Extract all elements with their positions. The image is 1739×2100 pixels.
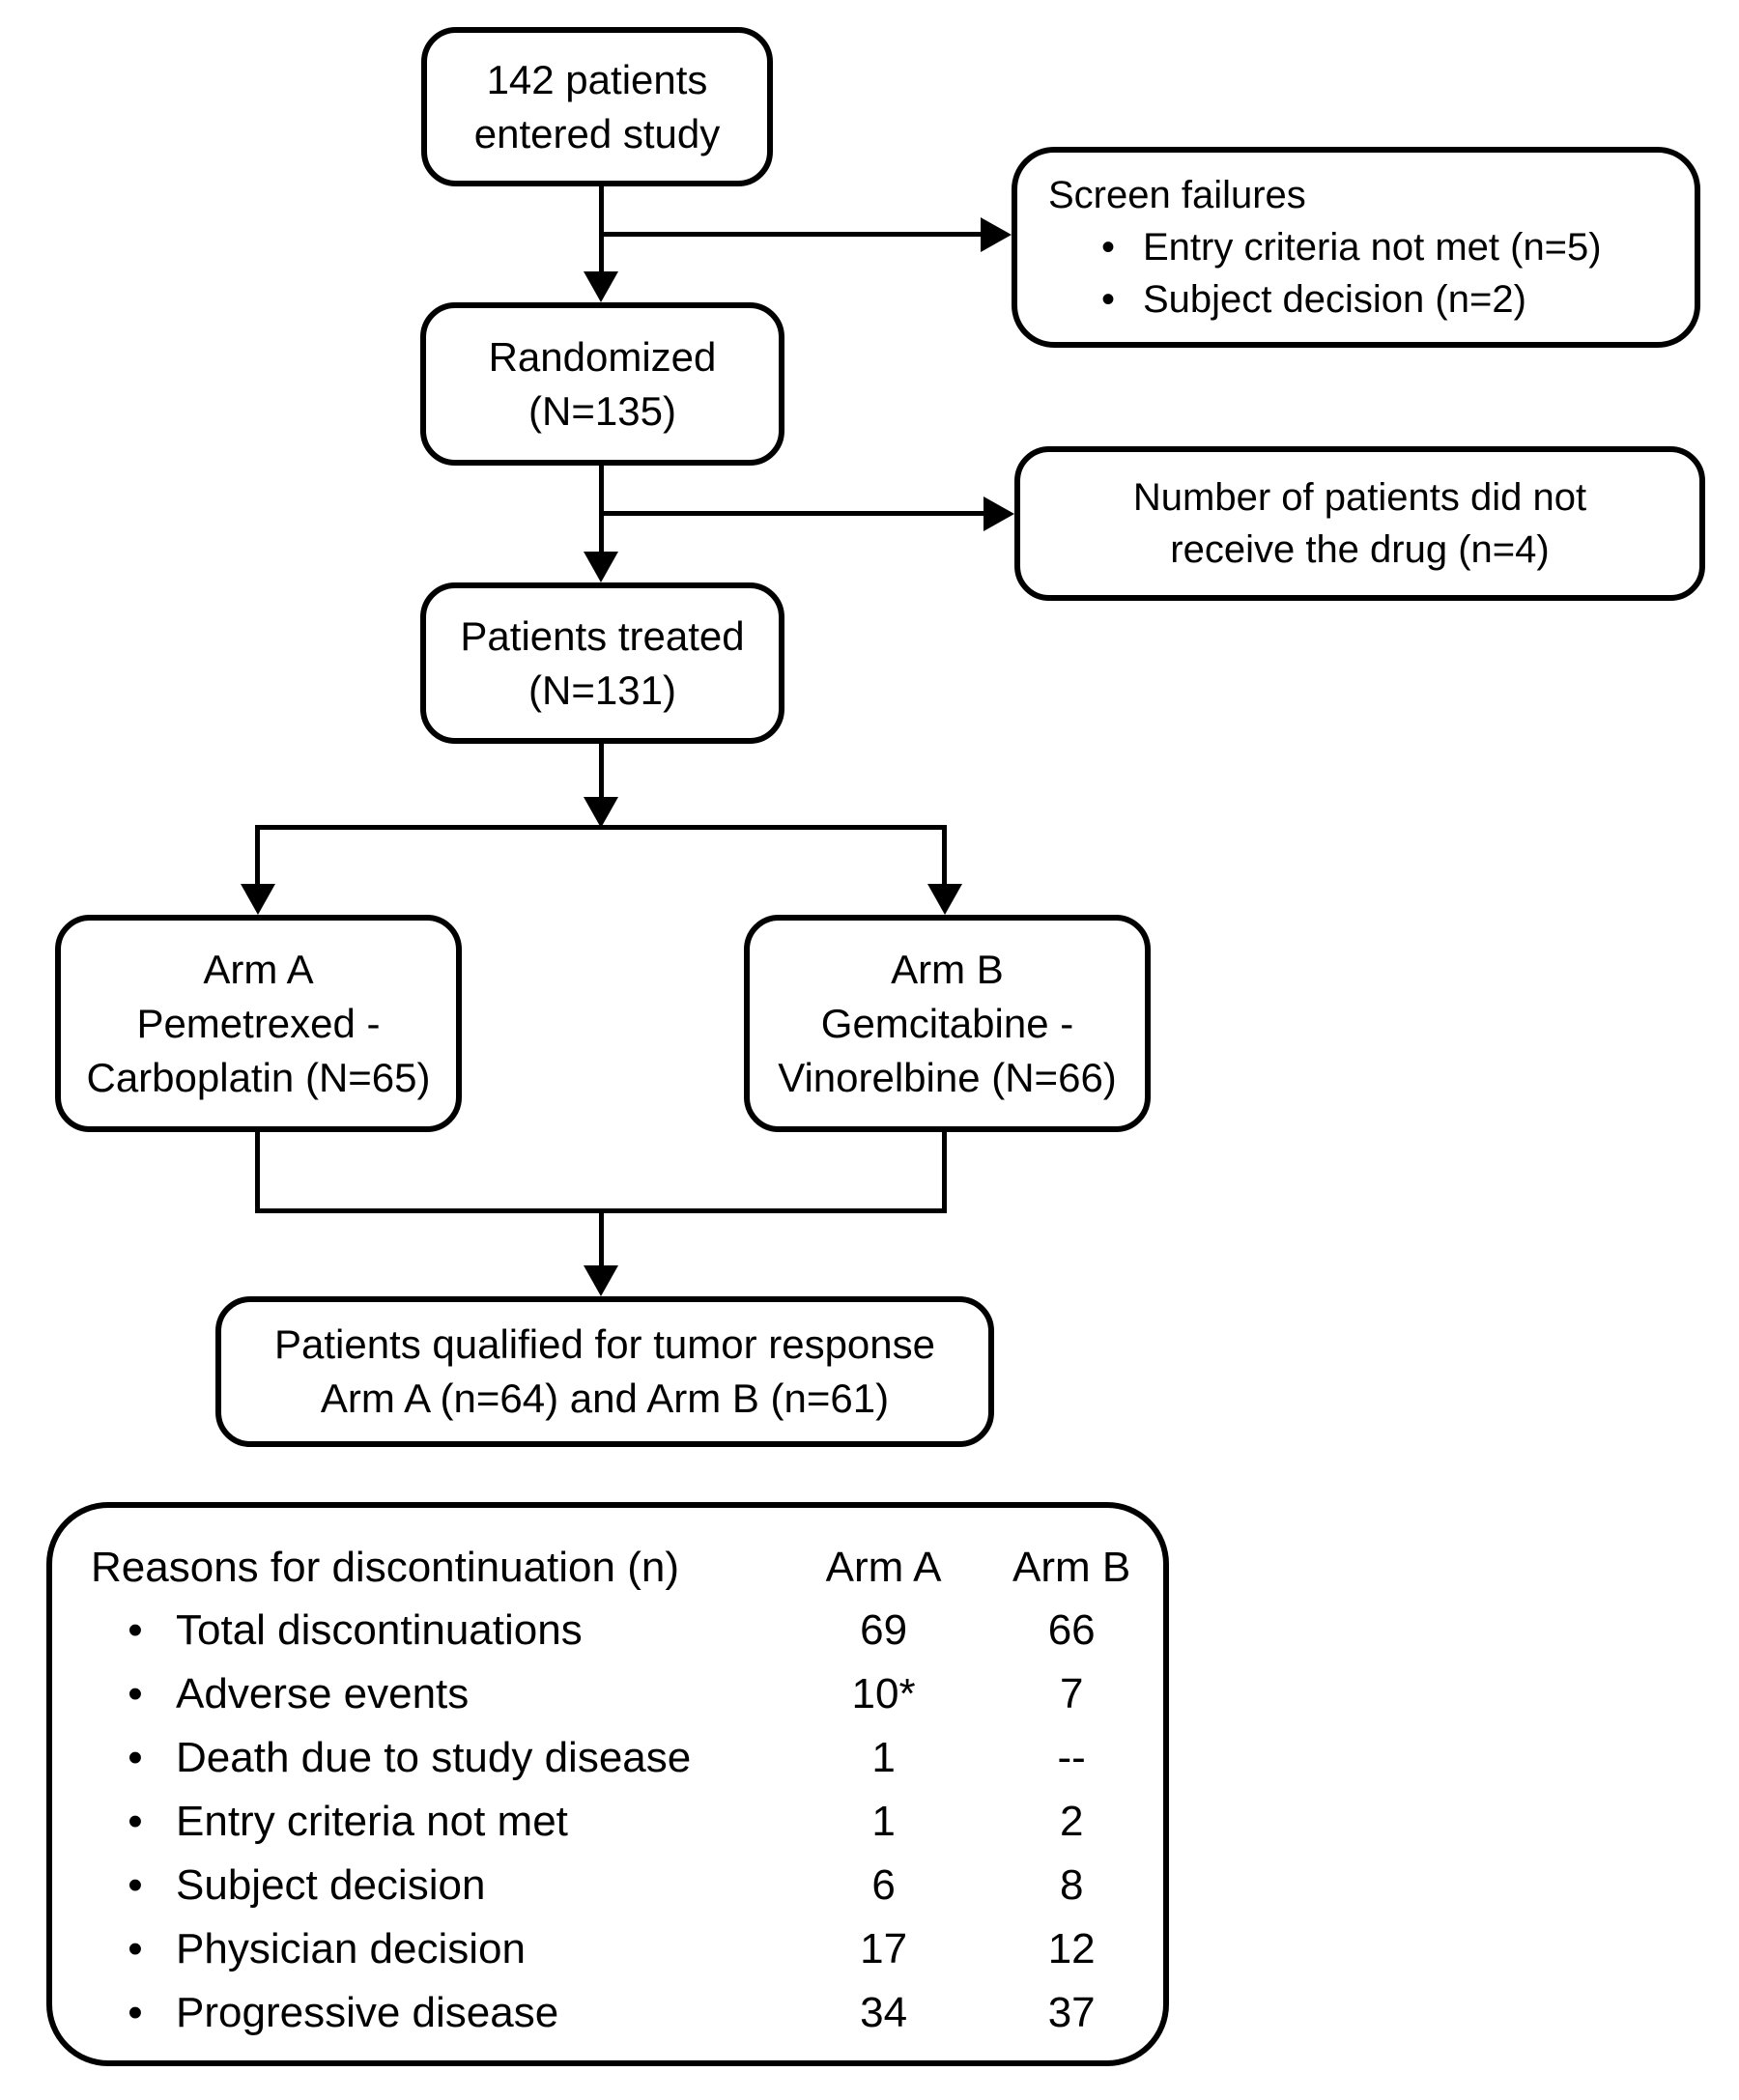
connector-split-arm-b: [942, 825, 947, 886]
box-not-received-drug: Number of patients did not receive the d…: [1014, 446, 1705, 601]
connector-treated-split: [599, 744, 604, 799]
arrowhead-right-screen-failures: [981, 217, 1012, 252]
bullet-icon: •: [128, 1734, 143, 1781]
arrowhead-down-treated: [584, 552, 618, 582]
row-value-arm-b: 66: [1047, 1606, 1096, 1654]
randomized-line-1: Randomized: [488, 333, 717, 380]
connector-branch-not-received: [601, 511, 984, 516]
treated-line-1: Patients treated: [460, 612, 745, 659]
connector-merge-qualified: [599, 1208, 604, 1265]
row-value-arm-b: --: [1057, 1734, 1086, 1781]
connector-arm-a-merge: [255, 1132, 260, 1213]
bullet-icon: •: [1100, 278, 1115, 321]
arm-b-line-1: Arm B: [891, 946, 1004, 992]
table-row: • Death due to study disease 1 --: [91, 1726, 1163, 1790]
row-value-arm-b: 7: [1059, 1670, 1084, 1717]
arm-b-line-2: Gemcitabine -: [820, 1000, 1074, 1046]
table-header-arm-b: Arm B: [1012, 1544, 1131, 1591]
connector-randomized-treated: [599, 466, 604, 552]
screen-failures-title: Screen failures: [1048, 174, 1306, 216]
row-label: Total discontinuations: [176, 1606, 583, 1654]
arm-b-line-3: Vinorelbine (N=66): [778, 1054, 1117, 1100]
bullet-icon: •: [128, 1606, 143, 1654]
row-value-arm-a: 34: [860, 1989, 908, 2036]
table-row: • Adverse events 10* 7: [91, 1662, 1163, 1726]
bullet-icon: •: [128, 1798, 143, 1845]
connector-split-arm-a: [255, 825, 260, 886]
table-row: • Total discontinuations 69 66: [91, 1599, 1163, 1662]
row-value-arm-a: 10*: [851, 1670, 916, 1717]
table-header-row: Reasons for discontinuation (n) Arm A Ar…: [91, 1537, 1163, 1599]
bullet-icon: •: [128, 1861, 143, 1909]
connector-arm-b-merge: [942, 1132, 947, 1213]
table-row: • Physician decision 17 12: [91, 1917, 1163, 1981]
split-line: [255, 825, 947, 830]
table-row: • Progressive disease 34 37: [91, 1981, 1163, 2045]
entered-line-2: entered study: [473, 110, 721, 156]
row-value-arm-a: 69: [860, 1606, 908, 1654]
row-label: Death due to study disease: [176, 1734, 692, 1781]
screen-failures-item-text: Entry criteria not met (n=5): [1143, 226, 1602, 269]
row-value-arm-b: 37: [1047, 1989, 1096, 2036]
row-value-arm-b: 12: [1047, 1925, 1096, 1972]
row-label: Adverse events: [176, 1670, 470, 1717]
connector-branch-screen-failures: [601, 232, 983, 237]
box-arm-b: Arm B Gemcitabine - Vinorelbine (N=66): [744, 915, 1151, 1132]
screen-failures-item: • Subject decision (n=2): [1091, 273, 1695, 326]
box-arm-a: Arm A Pemetrexed - Carboplatin (N=65): [55, 915, 462, 1132]
treated-line-2: (N=131): [528, 667, 676, 713]
bullet-icon: •: [128, 1670, 143, 1717]
arm-a-line-2: Pemetrexed -: [136, 1000, 381, 1046]
not-received-line-2: receive the drug (n=4): [1170, 528, 1550, 571]
qualified-line-1: Patients qualified for tumor response: [273, 1321, 936, 1367]
box-discontinuation-table: Reasons for discontinuation (n) Arm A Ar…: [46, 1502, 1169, 2066]
box-screen-failures: Screen failures • Entry criteria not met…: [1012, 147, 1700, 348]
row-label: Subject decision: [176, 1861, 486, 1909]
connector-entered-randomized: [599, 186, 604, 271]
row-value-arm-a: 1: [871, 1798, 896, 1845]
row-label: Progressive disease: [176, 1989, 559, 2036]
row-value-arm-b: 8: [1059, 1861, 1084, 1909]
randomized-line-2: (N=135): [528, 387, 676, 434]
table-row: • Subject decision 6 8: [91, 1854, 1163, 1917]
box-randomized: Randomized (N=135): [420, 302, 784, 466]
arrowhead-down-randomized: [584, 271, 618, 302]
arrowhead-down-split: [584, 797, 618, 828]
box-entered-study: 142 patients entered study: [421, 27, 773, 186]
table-header-label: Reasons for discontinuation (n): [91, 1544, 679, 1591]
row-label: Physician decision: [176, 1925, 526, 1972]
arrowhead-down-arm-a: [241, 884, 275, 915]
bullet-icon: •: [1100, 226, 1115, 269]
table-header-arm-a: Arm A: [825, 1544, 942, 1591]
row-value-arm-a: 17: [860, 1925, 908, 1972]
bullet-icon: •: [128, 1925, 143, 1972]
arrowhead-down-arm-b: [927, 884, 962, 915]
box-patients-treated: Patients treated (N=131): [420, 582, 784, 744]
table-row: • Entry criteria not met 1 2: [91, 1790, 1163, 1854]
row-value-arm-a: 1: [871, 1734, 896, 1781]
row-label: Entry criteria not met: [176, 1798, 568, 1845]
screen-failures-item: • Entry criteria not met (n=5): [1091, 221, 1695, 273]
bullet-icon: •: [128, 1989, 143, 2036]
screen-failures-item-text: Subject decision (n=2): [1143, 278, 1526, 321]
arm-a-line-1: Arm A: [203, 946, 314, 992]
arm-a-line-3: Carboplatin (N=65): [86, 1054, 431, 1100]
arrowhead-right-not-received: [984, 497, 1014, 531]
not-received-line-1: Number of patients did not: [1132, 476, 1587, 519]
box-qualified-tumor-response: Patients qualified for tumor response Ar…: [215, 1296, 994, 1447]
entered-line-1: 142 patients: [486, 56, 708, 102]
row-value-arm-b: 2: [1059, 1798, 1084, 1845]
qualified-line-2: Arm A (n=64) and Arm B (n=61): [320, 1376, 890, 1421]
arrowhead-down-qualified: [584, 1265, 618, 1296]
row-value-arm-a: 6: [871, 1861, 896, 1909]
